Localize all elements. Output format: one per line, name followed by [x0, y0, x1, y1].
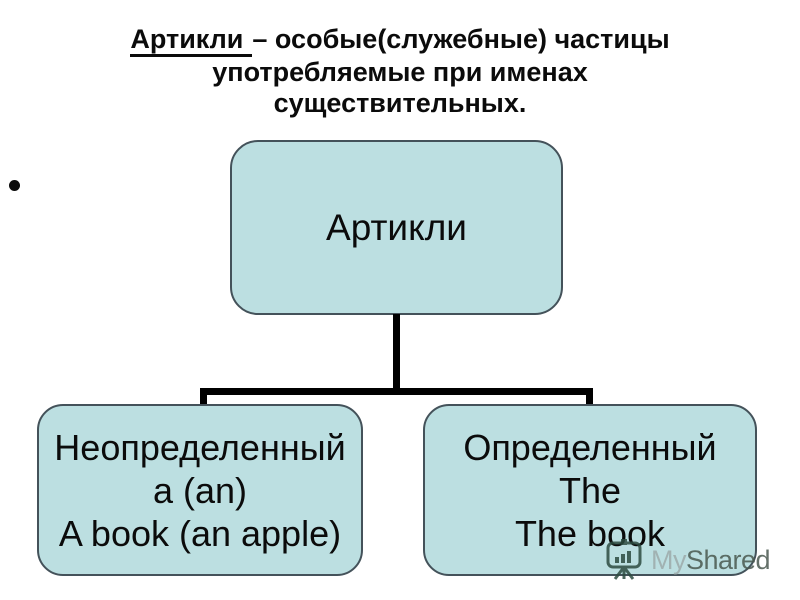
easel-chart-icon: [606, 539, 642, 580]
indefinite-node-line-2: a (an): [152, 469, 248, 511]
title-line-3: существительных.: [273, 88, 527, 118]
connector-left-stub: [200, 393, 207, 405]
definite-node-line-1: Определенный: [463, 426, 717, 468]
indefinite-node-line-1: Неопределенный: [54, 426, 346, 468]
connector-vertical-line: [393, 314, 400, 392]
definite-node-line-2: The: [558, 469, 622, 511]
bullet-point: [9, 180, 20, 191]
title-underlined-term: Артикли: [130, 26, 253, 57]
watermark-text-my: My: [651, 545, 687, 575]
connector-horizontal-line: [200, 388, 593, 395]
connector-right-stub: [586, 393, 593, 405]
indefinite-node-line-3: A book (an apple): [58, 512, 342, 554]
diagram-node-articles: Артикли: [230, 140, 563, 315]
title-line-1: Артикли– особые(служебные) частицы: [0, 24, 800, 57]
diagram-node-indefinite-article: Неопределенный a (an) A book (an apple): [37, 404, 363, 576]
watermark-text-shared: Shared: [686, 545, 771, 575]
myshared-watermark: MyShared: [604, 538, 771, 580]
title-line-1-rest: – особые(служебные) частицы: [252, 24, 670, 54]
diagram-node-articles-label: Артикли: [326, 206, 467, 248]
title-line-2: употребляемые при именах: [212, 57, 588, 87]
slide-title: Артикли– особые(служебные) частицы употр…: [0, 24, 800, 119]
